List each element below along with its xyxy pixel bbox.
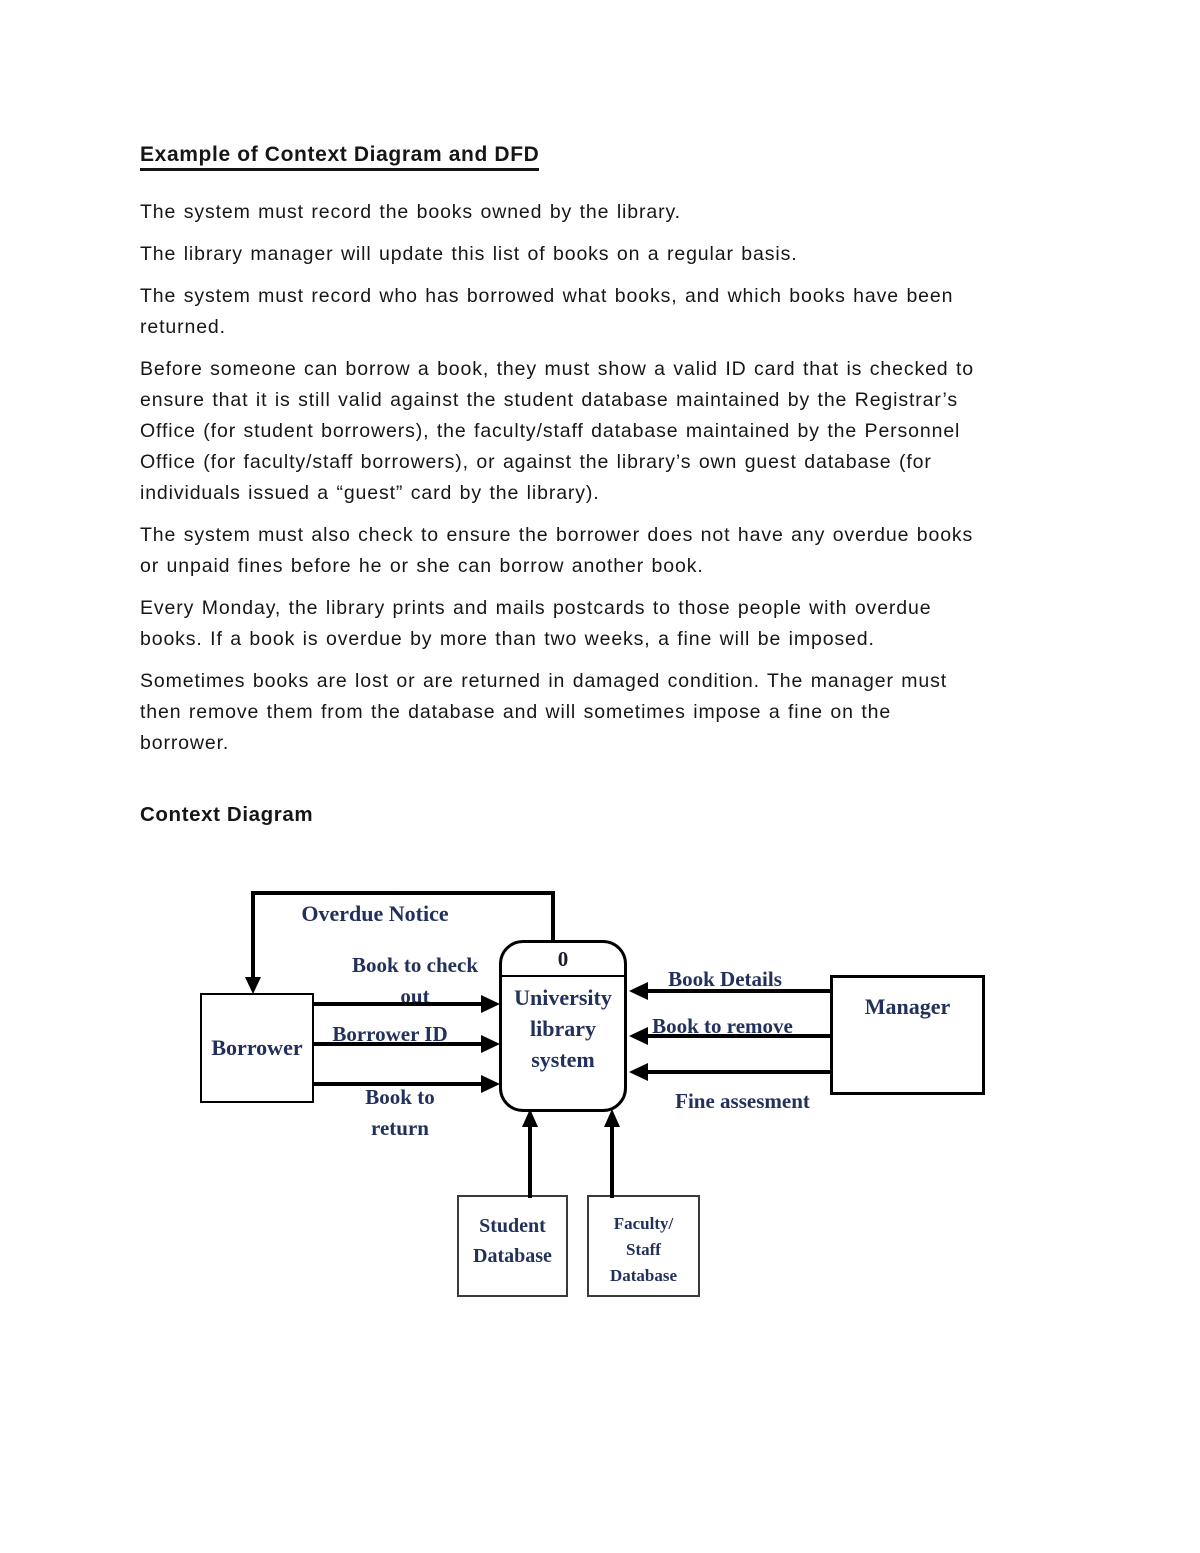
flow-label-line: Book to check bbox=[352, 953, 478, 977]
store-label-line: Student bbox=[479, 1215, 546, 1237]
student-database-box: Student Database bbox=[457, 1195, 568, 1297]
section-heading: Context Diagram bbox=[140, 803, 314, 826]
flow-borrower-id-line bbox=[314, 1042, 482, 1046]
paragraph-line: ensure that it is still valid against th… bbox=[140, 389, 958, 411]
flow-book-to-return-label: Book to return bbox=[330, 1082, 470, 1144]
store-label-line: Database bbox=[609, 1266, 678, 1285]
process-label-line: library bbox=[530, 1016, 596, 1041]
paragraph-line: returned. bbox=[140, 316, 226, 338]
flow-book-to-check-out-arrowhead-icon bbox=[481, 995, 500, 1013]
paragraph-line: Office (for student borrowers), the facu… bbox=[140, 420, 961, 442]
store-label-line: Database bbox=[473, 1245, 552, 1267]
flow-book-to-return-arrowhead-icon bbox=[481, 1075, 500, 1093]
flow-fine-assesment-arrowhead-icon bbox=[629, 1063, 648, 1081]
flow-overdue-notice-arrowhead-icon bbox=[245, 977, 261, 994]
process-label: University library system bbox=[502, 977, 624, 1075]
paragraph: Before someone can borrow a book, they m… bbox=[140, 354, 1060, 509]
process-number: 0 bbox=[502, 943, 624, 977]
flow-overdue-notice-label: Overdue Notice bbox=[301, 901, 449, 926]
flow-overdue-notice-left-line bbox=[251, 891, 255, 979]
borrower-entity-label: Borrower bbox=[211, 1035, 303, 1060]
flow-book-to-return-line bbox=[314, 1082, 482, 1086]
store-label-line: Staff bbox=[626, 1240, 661, 1259]
flow-label-line: return bbox=[371, 1116, 429, 1140]
borrower-entity-box: Borrower bbox=[200, 993, 314, 1103]
paragraph-line: Office (for faculty/staff borrowers), or… bbox=[140, 451, 932, 473]
flow-book-to-remove-arrowhead-icon bbox=[629, 1027, 648, 1045]
process-label-line: system bbox=[531, 1047, 595, 1072]
manager-entity-label: Manager bbox=[864, 994, 951, 1019]
paragraph: The system must record the books owned b… bbox=[140, 197, 1060, 228]
flow-borrower-id-arrowhead-icon bbox=[481, 1035, 500, 1053]
paragraph-line: borrower. bbox=[140, 732, 230, 754]
paragraph-line: Sometimes books are lost or are returned… bbox=[140, 670, 948, 692]
flow-fine-assesment-label: Fine assesment bbox=[675, 1089, 810, 1113]
page-title: Example of Context Diagram and DFD bbox=[140, 143, 1060, 171]
flow-book-to-check-out-label: Book to check out bbox=[335, 950, 495, 1012]
paragraph-line: The system must record the books owned b… bbox=[140, 201, 681, 223]
paragraph-line: books. If a book is overdue by more than… bbox=[140, 628, 875, 650]
flow-faculty-db-line bbox=[610, 1126, 614, 1198]
flow-fine-assesment-line bbox=[647, 1070, 830, 1074]
paragraph-line: The library manager will update this lis… bbox=[140, 243, 798, 265]
paragraph-line: then remove them from the database and w… bbox=[140, 701, 892, 723]
store-label-line: Faculty/ bbox=[613, 1214, 674, 1233]
paragraph-line: or unpaid fines before he or she can bor… bbox=[140, 555, 704, 577]
paragraph-line: Every Monday, the library prints and mai… bbox=[140, 597, 932, 619]
faculty-staff-database-box: Faculty/ Staff Database bbox=[587, 1195, 700, 1297]
paragraph-line: The system must also check to ensure the… bbox=[140, 524, 974, 546]
flow-faculty-db-arrowhead-icon bbox=[604, 1109, 620, 1127]
flow-label-line: out bbox=[400, 984, 430, 1008]
flow-book-details-line bbox=[647, 989, 830, 993]
flow-book-details-arrowhead-icon bbox=[629, 982, 648, 1000]
paragraph-line: individuals issued a “guest” card by the… bbox=[140, 482, 600, 504]
paragraph: Sometimes books are lost or are returned… bbox=[140, 666, 1060, 759]
page-title-text: Example of Context Diagram and DFD bbox=[140, 143, 540, 171]
paragraph: The system must record who has borrowed … bbox=[140, 281, 1060, 343]
paragraph: The system must also check to ensure the… bbox=[140, 520, 1060, 582]
paragraph: The library manager will update this lis… bbox=[140, 239, 1060, 270]
flow-book-to-check-out-line bbox=[314, 1002, 482, 1006]
process-label-line: University bbox=[514, 985, 612, 1010]
paragraph-line: The system must record who has borrowed … bbox=[140, 285, 954, 307]
flow-overdue-notice-top-line bbox=[251, 891, 555, 895]
flow-book-details-label: Book Details bbox=[668, 967, 782, 991]
process-box: 0 University library system bbox=[499, 940, 627, 1112]
flow-overdue-notice-right-line bbox=[551, 891, 555, 943]
flow-book-to-remove-line bbox=[647, 1034, 830, 1038]
paragraph: Every Monday, the library prints and mai… bbox=[140, 593, 1060, 655]
flow-student-db-line bbox=[528, 1126, 532, 1198]
paragraph-line: Before someone can borrow a book, they m… bbox=[140, 358, 975, 380]
flow-label-line: Book to bbox=[365, 1085, 435, 1109]
flow-student-db-arrowhead-icon bbox=[522, 1109, 538, 1127]
manager-entity-box: Manager bbox=[830, 975, 985, 1095]
